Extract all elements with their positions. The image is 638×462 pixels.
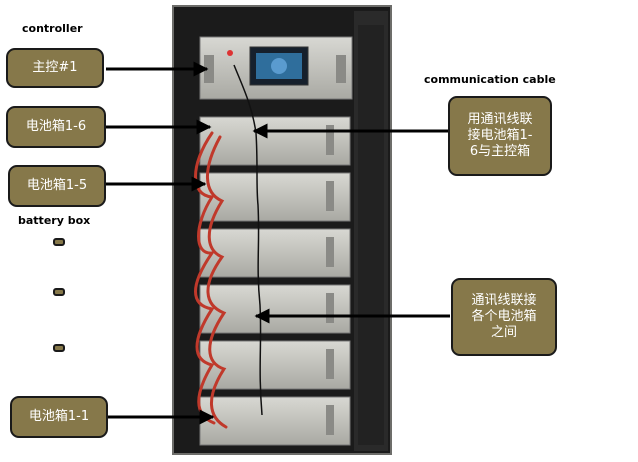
communication-cable-label: communication cable <box>424 73 556 86</box>
callout-cable-between: 通讯线联接 各个电池箱 之间 <box>451 278 557 356</box>
callout-battery-1-1: 电池箱1-1 <box>10 396 108 438</box>
battery-rack-photo <box>172 5 392 455</box>
communication-cable <box>233 64 263 416</box>
callout-battery-1-6: 电池箱1-6 <box>6 106 106 148</box>
ellipsis-marker-3 <box>53 344 65 352</box>
battery-module-6 <box>199 116 351 166</box>
callout-cable-to-main: 用通讯线联 接电池箱1- 6与主控箱 <box>448 96 552 176</box>
door-perforation <box>358 25 384 445</box>
battery-module-2 <box>199 340 351 390</box>
power-indicator <box>227 50 233 56</box>
ellipsis-marker-2 <box>53 288 65 296</box>
battery-module-4 <box>199 228 351 278</box>
callout-main-control: 主控#1 <box>6 48 104 88</box>
callout-battery-1-5: 电池箱1-5 <box>8 165 106 207</box>
battery-module-1 <box>199 396 351 446</box>
ellipsis-marker-1 <box>53 238 65 246</box>
battery-box-label: battery box <box>18 214 91 227</box>
battery-module-3 <box>199 284 351 334</box>
controller-unit <box>199 36 353 100</box>
battery-module-5 <box>199 172 351 222</box>
power-cables <box>194 131 228 429</box>
controller-label: controller <box>22 22 83 35</box>
